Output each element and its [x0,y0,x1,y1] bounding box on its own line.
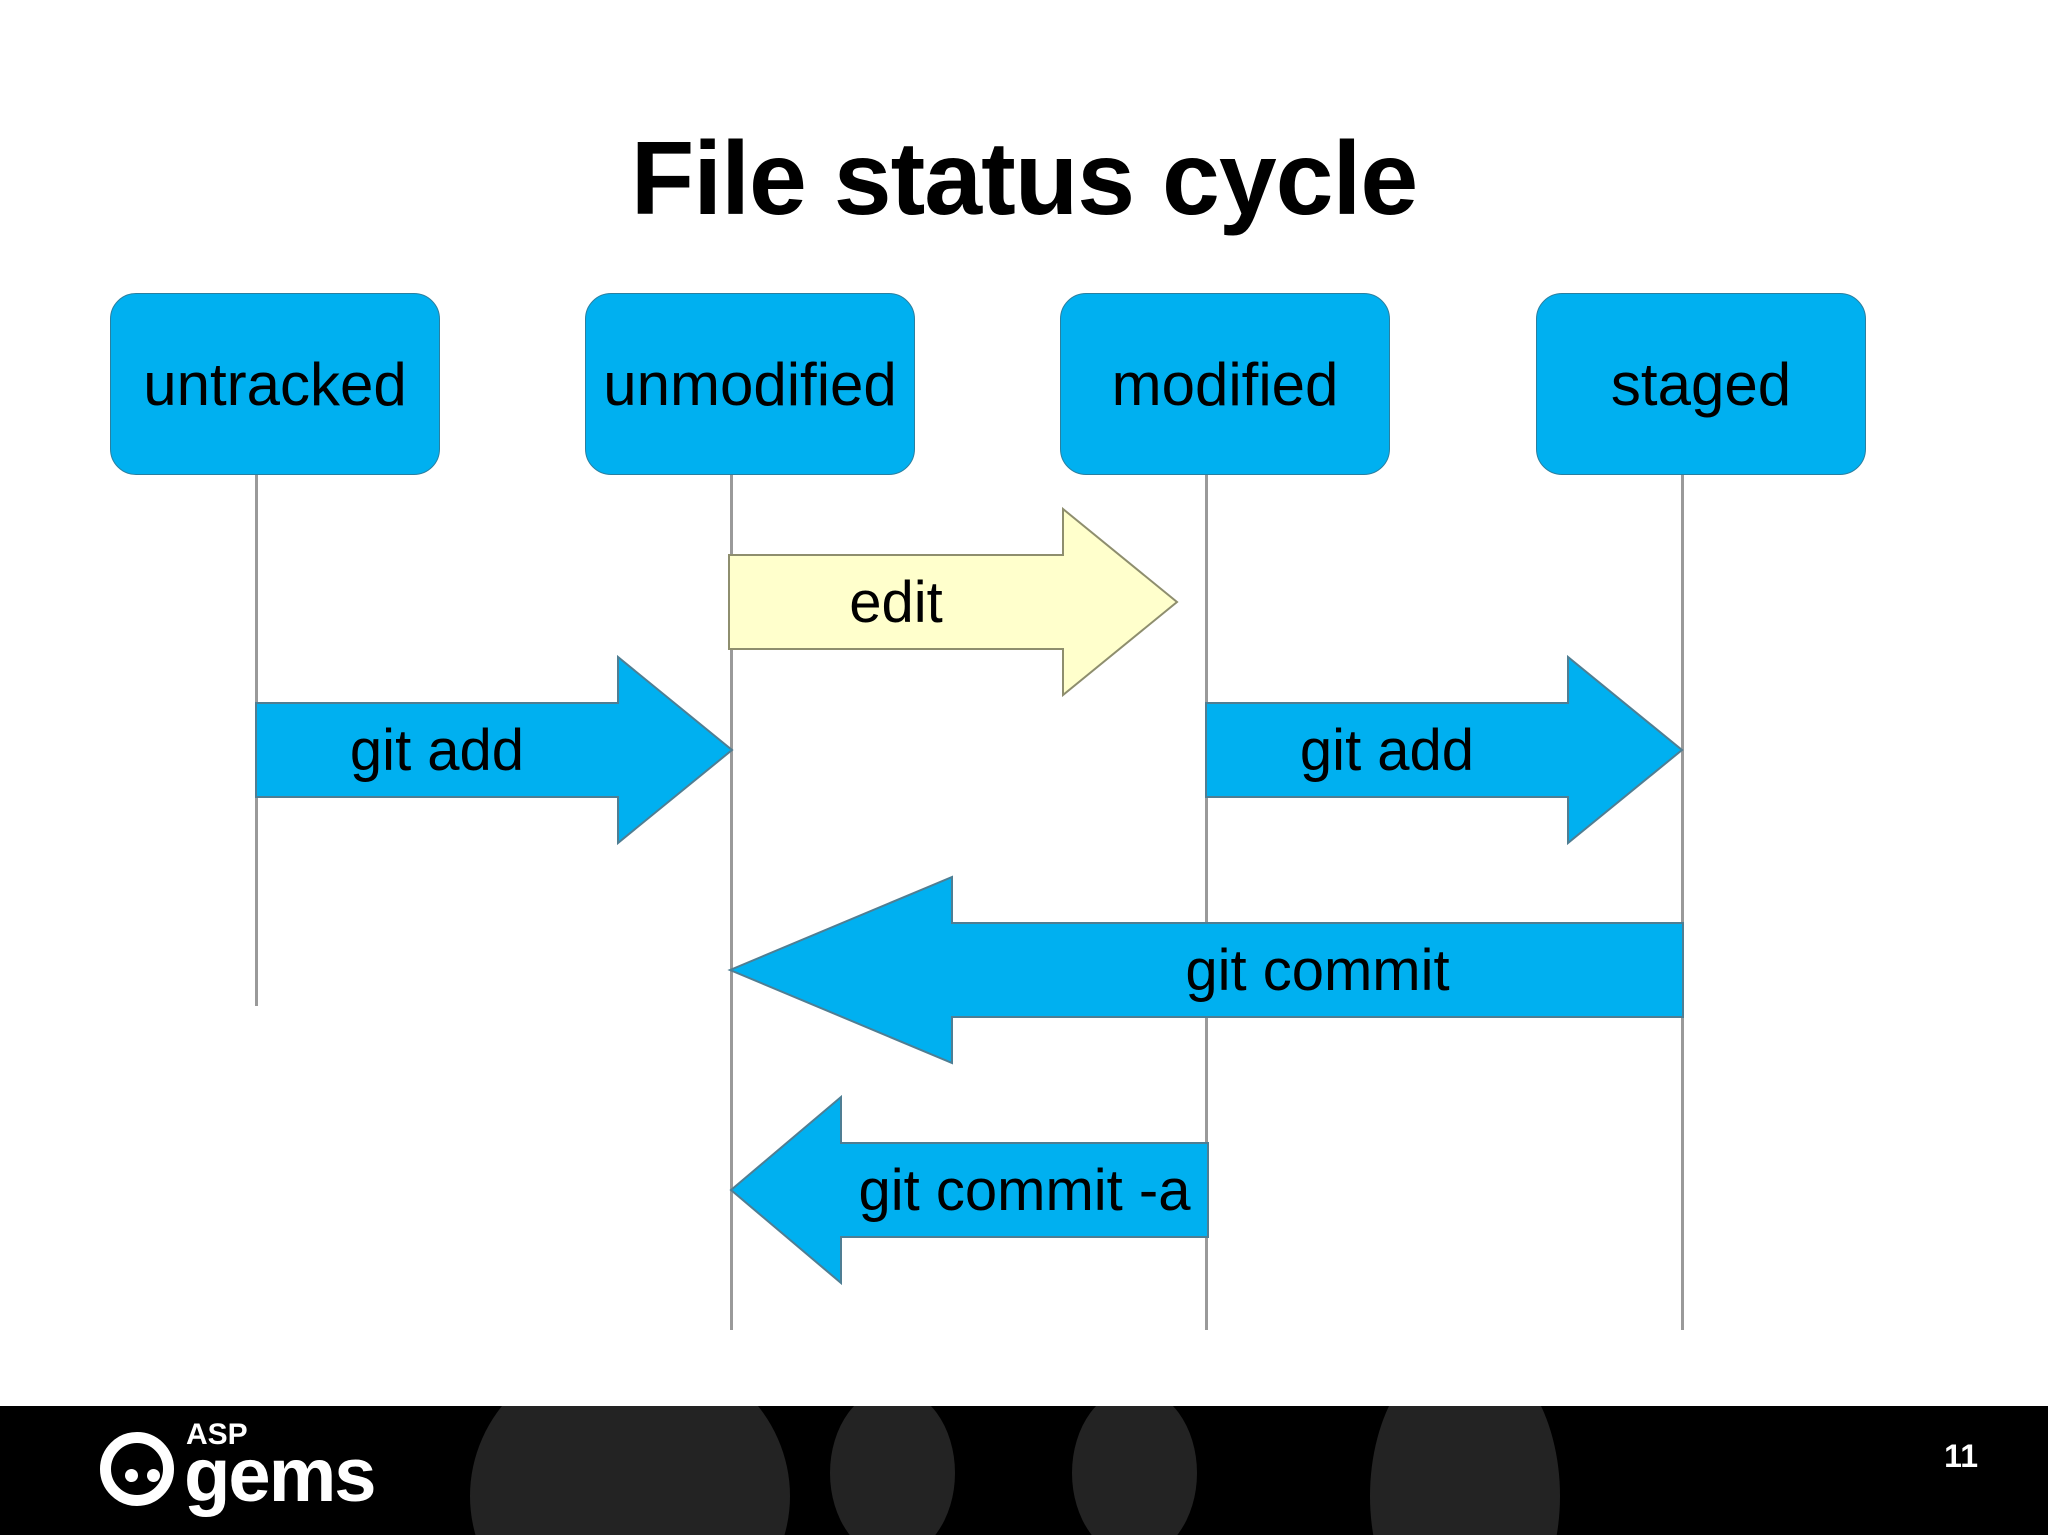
footer-decoration-blob [470,1406,790,1535]
logo-wordmark: ASP gems [184,1420,377,1518]
arrow-git-commit-a-shape [729,1094,1209,1286]
eye-left-icon [125,1469,138,1482]
lifeline-unmodified [730,470,733,1330]
arrow-edit[interactable] [728,506,1179,698]
state-label: unmodified [603,350,897,418]
page-title: File status cycle [630,121,1419,237]
arrow-edit-shape [728,506,1179,698]
footer-decoration-blob [1370,1406,1560,1535]
page-number: 11 [1944,1438,1978,1474]
footer-decoration-blob [830,1406,955,1535]
arrow-git-commit-a[interactable] [729,1094,1211,1286]
eye-right-icon [147,1469,160,1482]
state-box-unmodified[interactable]: unmodified [585,293,915,475]
smiley-face-icon [100,1432,174,1506]
state-box-staged[interactable]: staged [1536,293,1866,475]
asp-gems-logo: ASP gems [100,1420,377,1518]
logo-asp-text: ASP [186,1418,248,1451]
arrow-git-commit-shape [727,875,1684,1065]
lifeline-staged [1681,470,1684,1330]
footer-decoration-blob [1072,1406,1197,1535]
arrow-git-add-2-shape [1205,654,1684,846]
arrow-git-add-1-shape [255,654,734,846]
lifeline-modified [1205,470,1208,1330]
arrow-git-commit[interactable] [727,875,1685,1065]
state-label: modified [1111,350,1339,418]
state-label: staged [1610,350,1792,418]
footer-bar [0,1406,2048,1535]
state-box-modified[interactable]: modified [1060,293,1390,475]
logo-gems-text: gems [184,1433,377,1518]
arrow-git-add-2[interactable] [1205,654,1686,846]
arrow-git-add-1[interactable] [255,654,736,846]
state-label: untracked [143,350,407,418]
state-box-untracked[interactable]: untracked [110,293,440,475]
